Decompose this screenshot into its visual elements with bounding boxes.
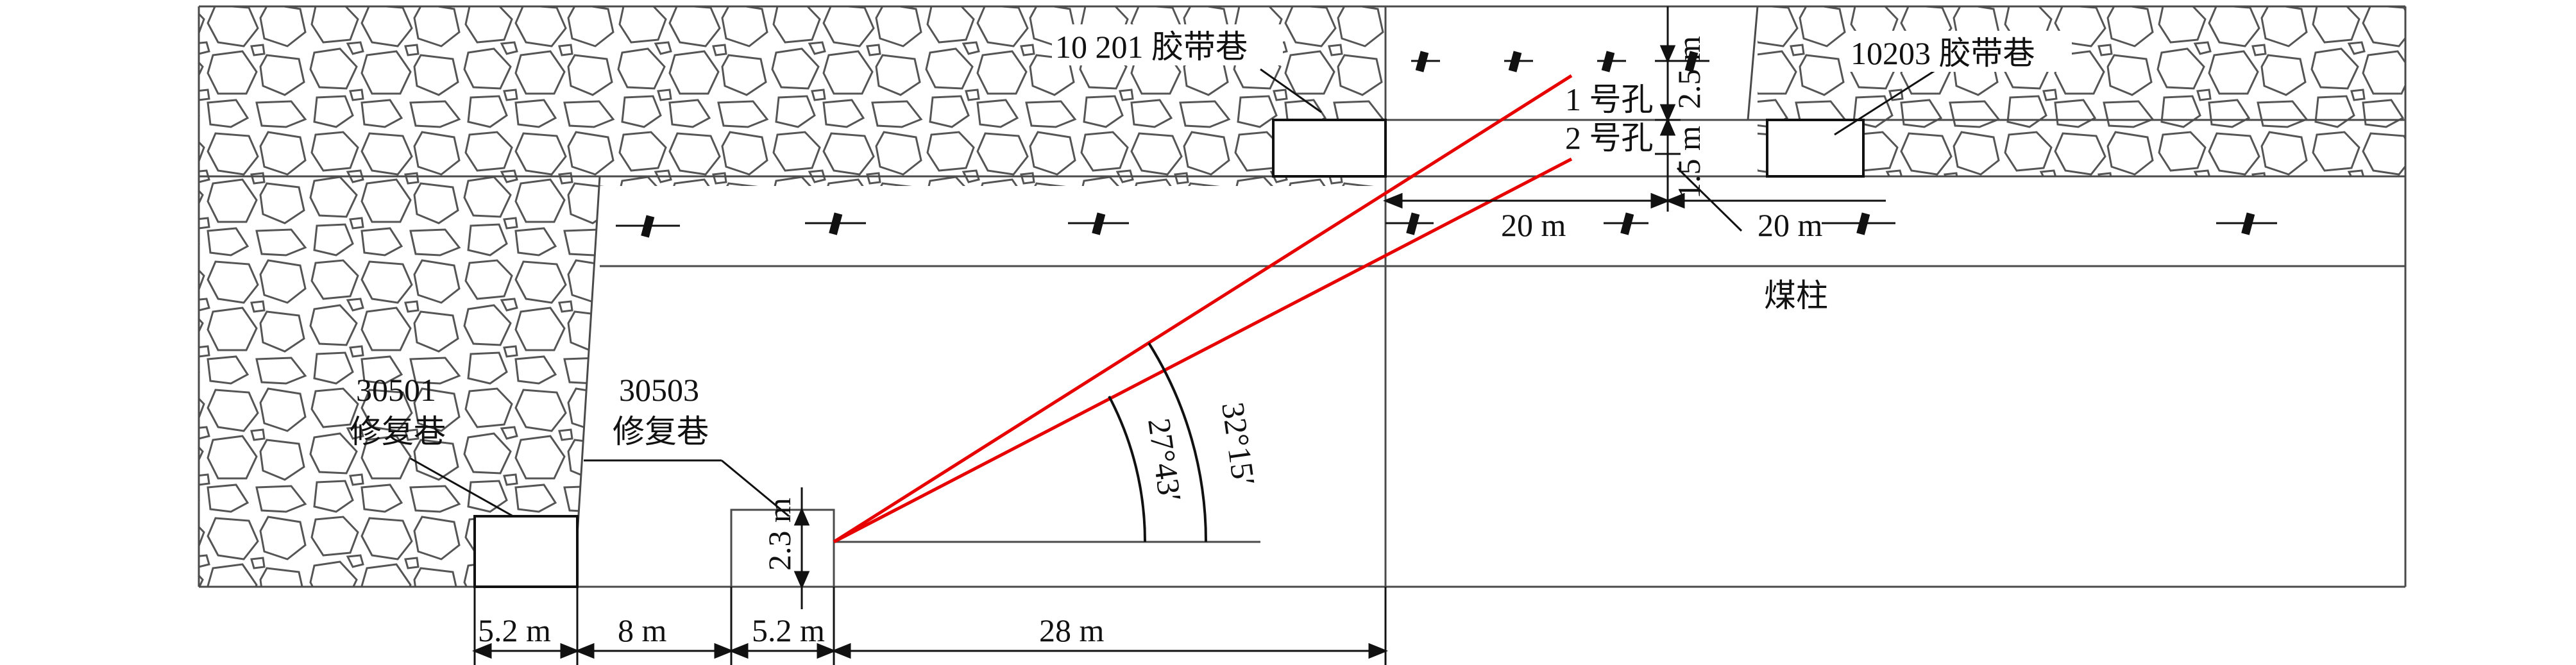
label-roadway-30503-line2: 修复巷: [613, 414, 709, 450]
roadways: [473, 119, 1865, 588]
label-coal-pillar: 煤柱: [1764, 278, 1828, 314]
marker-row-lower: [616, 212, 2277, 238]
dim-bottom-1: 5.2 m: [478, 612, 551, 648]
label-roadway-10203: 10203 胶带巷: [1851, 35, 2035, 71]
dim-roadway-height: 2.3 m: [761, 498, 797, 571]
roadway-10201-box: [1272, 119, 1387, 178]
dim-horizontal-left: 20 m: [1501, 207, 1566, 243]
angle-outer: 32°15′: [1215, 400, 1262, 488]
label-roadway-30501-line2: 修复巷: [350, 414, 446, 450]
rock-strata: [199, 6, 2405, 587]
drill-hole-2-line: [833, 157, 1573, 544]
angle-arcs: [1108, 342, 1208, 543]
dim-bottom-4: 28 m: [1039, 612, 1105, 648]
drill-hole-1-line: [833, 74, 1573, 544]
roadway-30503-box: [730, 509, 835, 588]
arc-inner: [1108, 396, 1147, 543]
marker-row-upper: [1411, 51, 1709, 72]
bottom-dimension-chain: [471, 587, 1389, 665]
leader-lines: [410, 68, 1938, 518]
label-hole-2: 2 号孔: [1565, 120, 1654, 156]
arc-outer: [1148, 342, 1208, 543]
label-hole-1: 1 号孔: [1565, 81, 1654, 117]
drill-holes: [833, 74, 1573, 544]
dim-bottom-2: 8 m: [618, 612, 667, 648]
roadway-10203-box: [1766, 119, 1865, 178]
vertical-dimensions: [793, 6, 1681, 609]
roadway-30501-box: [473, 515, 579, 588]
dim-mid-vertical: 1.5 m: [1671, 126, 1707, 199]
label-roadway-10201: 10 201 胶带巷: [1055, 29, 1248, 65]
label-roadway-30501-line1: 30501: [356, 372, 436, 408]
label-roadway-30503-line1: 30503: [619, 372, 699, 408]
horizontal-dimensions-top: [1382, 192, 1886, 209]
dim-bottom-3: 5.2 m: [752, 612, 825, 648]
rock-left-lower: [199, 176, 600, 587]
angle-inner: 27°43′: [1141, 416, 1189, 504]
coal-markers: [616, 51, 2277, 238]
dim-top-vertical: 2.5 m: [1671, 36, 1707, 109]
dim-horizontal-right: 20 m: [1758, 207, 1823, 243]
coal-band-top: [1385, 6, 1758, 176]
